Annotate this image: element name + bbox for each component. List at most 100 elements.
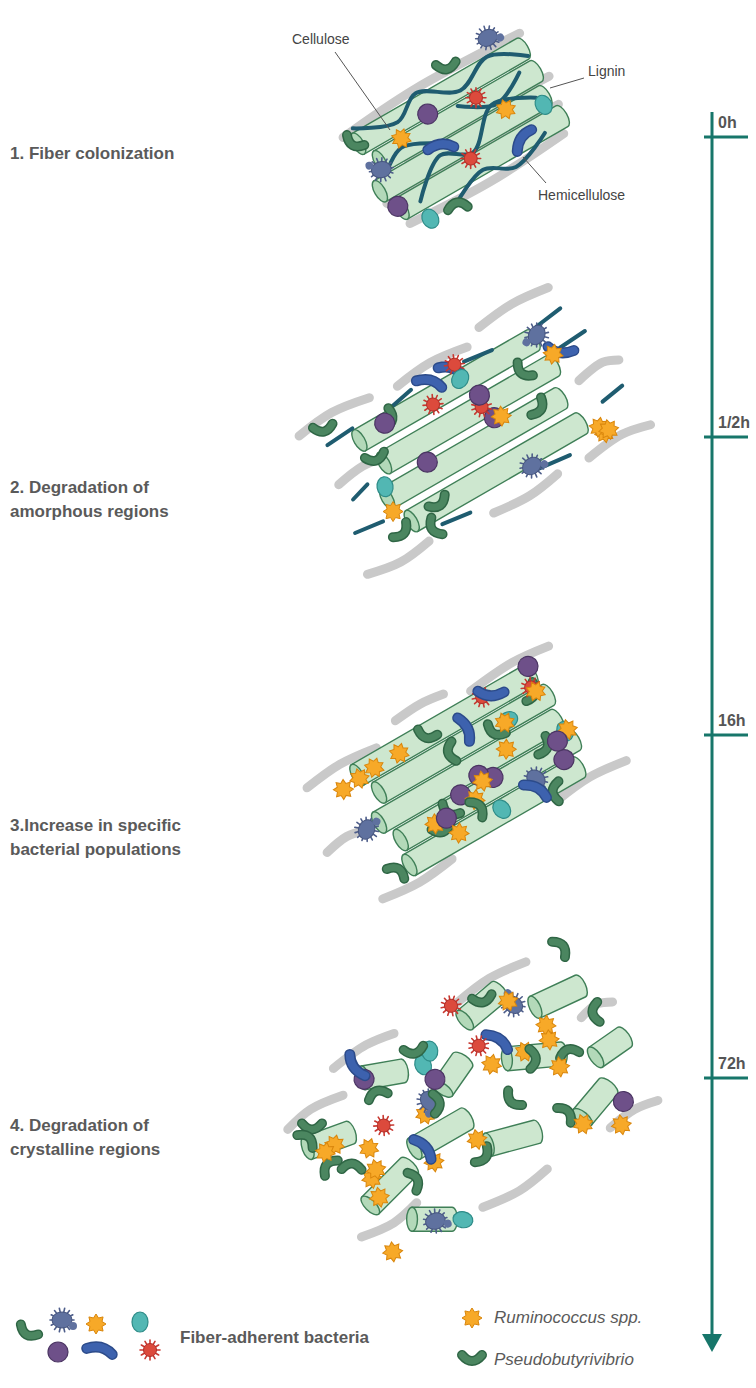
bacterium-body [393, 522, 411, 541]
bacterium-body [448, 366, 472, 391]
slate-bacterium [413, 1085, 447, 1120]
bacterium-outline [552, 938, 569, 957]
rod-bacterium [458, 716, 472, 742]
timeline-tick [704, 436, 748, 439]
pseudo-bacterium [529, 1049, 536, 1069]
bacterium-body [570, 1111, 597, 1138]
slate-bacterium [50, 1308, 77, 1331]
bacterium-outline [462, 1355, 482, 1361]
bacterium-outline [504, 1091, 522, 1110]
bacterium-bud [521, 337, 532, 348]
rumino-bacterium [480, 1053, 503, 1076]
rumino-bacterium [493, 97, 519, 123]
rumino-bacterium [523, 678, 550, 705]
hemicellulose-strand [534, 308, 562, 326]
slate-bacterium [351, 811, 383, 845]
fiber-end [349, 427, 370, 453]
pseudo-bacterium [436, 62, 457, 71]
bacterium-outline [529, 1049, 536, 1069]
red-bacterium [373, 1115, 394, 1136]
bacterium-body [347, 1053, 365, 1079]
cellulose-fiber-group [399, 754, 589, 878]
bacterium-body [371, 409, 398, 436]
bacterium-body [48, 1342, 68, 1362]
rod-bacterium [428, 144, 454, 150]
rumino-bacterium [597, 418, 620, 441]
bacterium-body [377, 1119, 391, 1133]
bacterium-body [426, 518, 442, 538]
time-label: 16h [718, 710, 746, 732]
red-bacterium [457, 145, 484, 172]
hemicellulose-strand [601, 386, 625, 402]
purple-bacterium [48, 1342, 68, 1362]
bacterium-body [382, 1241, 404, 1263]
cellulose-fragment [525, 973, 590, 1020]
bacterium-body [504, 1091, 522, 1110]
hemicellulose-strand [350, 484, 370, 499]
lignin-strand [477, 284, 548, 327]
rumino-bacterium [535, 1026, 563, 1054]
timeline-arrowhead [702, 1334, 722, 1352]
bacterium-body [469, 767, 497, 795]
red-bacterium [140, 1340, 160, 1360]
bacterium-outline [347, 1053, 365, 1079]
bacterium-bud [443, 1219, 453, 1229]
rumino-bacterium [383, 502, 403, 522]
teal-bacterium [452, 1210, 474, 1229]
pseudo-bacterium [426, 518, 442, 538]
pseudo-bacterium [393, 522, 411, 541]
bacterium-body [311, 1138, 339, 1166]
teal-bacterium [532, 92, 556, 117]
bacterium-outline [344, 135, 364, 150]
bacterium-outline [486, 1030, 509, 1051]
bacterium-body [408, 1170, 422, 1191]
bacterium-outline [302, 1123, 322, 1129]
pseudo-bacterium [365, 452, 386, 464]
rod-bacterium [523, 780, 548, 800]
rumino-bacterium [382, 1241, 404, 1263]
bacterium-body [591, 1002, 599, 1023]
teal-bacterium [418, 206, 442, 231]
bacterium-outline [367, 1088, 388, 1100]
lignin-strand [285, 1092, 344, 1130]
bacterium-outline [18, 1324, 38, 1339]
bacterium-body [480, 1053, 503, 1076]
bacterium-outline [387, 864, 407, 879]
rumino-bacterium [539, 340, 567, 368]
bacterium-body [489, 796, 514, 822]
bacterium-outline [429, 495, 449, 512]
rumino-bacterium [86, 1314, 106, 1334]
bacterium-body [313, 424, 334, 434]
bacterium-body [486, 1030, 509, 1051]
bacterium-outline [514, 362, 533, 379]
bacterium-body [423, 1067, 447, 1091]
timeline-tick [704, 1077, 748, 1080]
rumino-bacterium [449, 823, 470, 844]
bacterium-body [557, 1104, 575, 1123]
timeline-tick [704, 734, 748, 737]
legend-icons [18, 1308, 482, 1362]
part-label: Cellulose [292, 30, 350, 50]
bacterium-body [385, 739, 413, 767]
pseudo-bacterium [404, 1046, 425, 1056]
bacterium-body [387, 864, 407, 879]
stage-title: 3.Increase in specific bacterial populat… [10, 814, 215, 862]
purple-bacterium [413, 448, 441, 476]
pseudo-bacterium [558, 1046, 579, 1058]
bacterium-body [333, 779, 354, 800]
fiber-end [584, 1044, 607, 1070]
purple-bacterium [371, 409, 398, 436]
purple-bacterium [544, 727, 572, 755]
bacterium-outline [531, 397, 546, 417]
leader-line [523, 157, 546, 183]
bacterium-body [342, 1163, 362, 1170]
cellulose-fragment [584, 1024, 635, 1070]
rod-bacterium [486, 1030, 509, 1051]
fiber-end [390, 827, 411, 853]
rod-bacterium [513, 128, 534, 152]
part-label: Hemicellulose [538, 186, 625, 206]
bacterium-body [18, 1324, 38, 1339]
bacterium-outline [416, 375, 442, 390]
bacterium-outline [523, 780, 548, 800]
